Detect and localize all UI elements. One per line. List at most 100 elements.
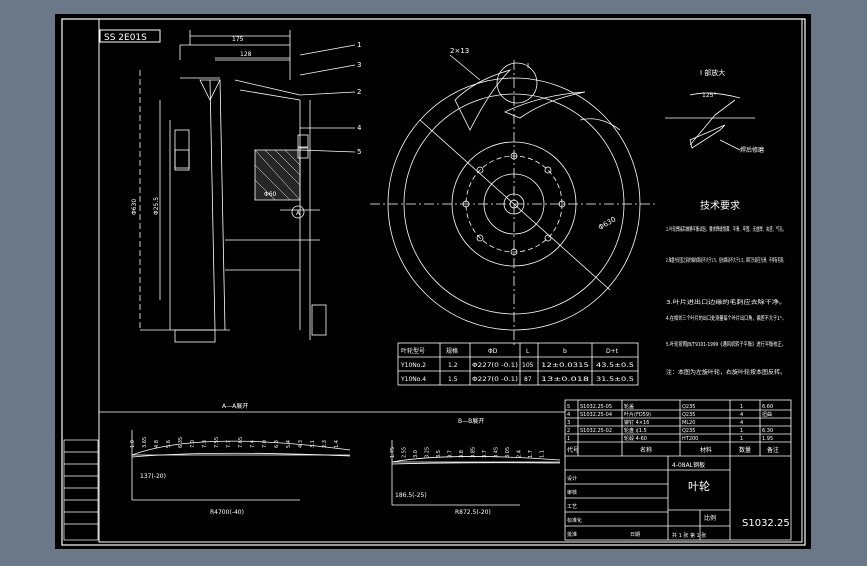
- section-a-value: 7.55: [214, 437, 220, 448]
- section-a-profile: [131, 430, 351, 501]
- bom-cell-qty: 4: [740, 412, 743, 418]
- bom-cell-name: 轮盘 ¢1.5: [624, 427, 647, 434]
- bom-cell-note: 6.60: [762, 404, 773, 410]
- section-a-value: 7.0: [190, 440, 196, 448]
- section-a-value: 6.35: [178, 437, 184, 448]
- section-b-value: 3.25: [425, 447, 431, 458]
- drawing-number: S1032.25: [742, 518, 790, 529]
- section-b-value: 1.1: [540, 450, 546, 458]
- bom-cell-index: 4: [567, 412, 570, 418]
- tech-req-2: 2.轴盘与轮盖之间的轴向跳动不大于1.5，径向跳动不大于1.5，铆钉头部应光滑，…: [666, 256, 786, 264]
- spec-header-size: 规格: [446, 347, 458, 355]
- spec-header-l: L: [526, 348, 530, 355]
- detail-view: [665, 92, 755, 151]
- balloon-4: 4: [357, 124, 362, 132]
- section-b-dim-2: 186.5(-25): [395, 492, 427, 499]
- bom-cell-name: 铆钉 4×16: [624, 419, 649, 426]
- section-b-value: 3.7: [482, 450, 488, 458]
- dim-top: 175: [232, 36, 244, 43]
- spec-cell: 31.5±0.5: [596, 376, 634, 383]
- plan-view-detail-marker: I: [527, 62, 529, 70]
- title-block: [564, 399, 792, 541]
- material-note: 4-08AL钢板: [672, 461, 705, 469]
- front-section-view: [139, 30, 356, 343]
- bom-cell-qty: 1: [740, 404, 743, 410]
- spec-cell: 1.2: [448, 362, 458, 369]
- bom-cell-note: 6.30: [762, 428, 773, 434]
- balloon-5: 5: [357, 148, 361, 156]
- section-a-value: 1.4: [334, 440, 340, 448]
- approval-date: 日期: [630, 532, 640, 538]
- bom-cell-note: 1.95: [762, 436, 773, 442]
- spec-header-dia: ΦD: [488, 348, 498, 355]
- bom-cell-material: Q235: [682, 412, 695, 418]
- section-b-value: 2.4: [517, 450, 523, 458]
- scale-label: 比例: [704, 514, 716, 522]
- bom-header-note: 备注: [767, 446, 779, 454]
- plan-view-label: 2×13: [450, 47, 469, 55]
- spec-cell: Φ227(0 -0.1): [472, 376, 518, 383]
- bom-cell-index: 2: [567, 428, 570, 434]
- section-a-value: 1.0: [130, 440, 136, 448]
- bom-cell-code: S1032.25-05: [580, 404, 612, 410]
- section-b-value: 3.0: [413, 450, 419, 458]
- section-b-value: 3.05: [505, 447, 511, 458]
- bom-header-name: 名称: [640, 446, 652, 454]
- section-a-value: 7.4: [250, 440, 256, 448]
- bom-header-qty: 数量: [739, 446, 751, 454]
- bom-cell-index: 1: [567, 436, 570, 442]
- bom-cell-material: Q235: [682, 404, 695, 410]
- drawing-sheet: [55, 14, 811, 549]
- section-b-value: 1.75: [390, 447, 396, 458]
- section-a-value: 7.65: [238, 437, 244, 448]
- section-b-value: 3.85: [471, 447, 477, 458]
- revision-block: [63, 439, 99, 541]
- approval-design: 设计: [567, 475, 577, 482]
- section-b-title: B—B展开: [458, 418, 484, 425]
- balloon-2: 2: [357, 88, 361, 96]
- section-a-value: 7.7: [226, 440, 232, 448]
- approval-standard: 标准化: [567, 517, 582, 524]
- section-label-a: A: [296, 210, 301, 217]
- bom-cell-code: S1032.25-02: [580, 428, 612, 434]
- section-a-value: 4.8: [154, 440, 160, 448]
- bom-cell-material: ML20: [682, 420, 695, 426]
- spec-header-model: 叶轮型号: [401, 347, 425, 355]
- spec-cell: Y10No.4: [400, 376, 426, 383]
- spec-cell: 13±0.018: [541, 376, 589, 383]
- tech-req-5: 5.叶轮按照JB/T9101-1999《通风机转子平衡》进行平衡校正。: [666, 340, 786, 348]
- section-a-value: 4.3: [298, 440, 304, 448]
- spec-table-text: 叶轮型号 规格 ΦD L b D+t Y10No.2 1.2 Φ227(0 -0…: [400, 347, 634, 383]
- drawing-number-box: [99, 29, 161, 43]
- spec-cell: Φ227(0 -0.1): [472, 362, 518, 369]
- approval-process: 工艺: [567, 504, 577, 510]
- spec-cell: Y10No.2: [400, 362, 426, 369]
- approval-review: 审核: [567, 489, 577, 496]
- section-a-dim-2: R4700(-40): [210, 509, 244, 516]
- bom-cell-index: 5: [567, 404, 570, 410]
- spec-cell: 43.5±0.5: [596, 362, 634, 369]
- bom-cell-name: 轮盖: [624, 403, 634, 410]
- section-a-dim-1: 137(-20): [140, 473, 166, 480]
- tech-requirements-title: 技术要求: [700, 199, 740, 212]
- bom-cell-index: 3: [567, 420, 570, 426]
- dim-inner: 128: [240, 51, 252, 58]
- bom-cell-code: S1032.25-04: [580, 412, 612, 418]
- section-b-value: 3.45: [494, 447, 500, 458]
- dim-hub: Φ60: [264, 191, 277, 198]
- detail-view-weld-note: 焊后修磨: [740, 146, 764, 154]
- detail-view-angle: 125°: [702, 92, 716, 99]
- section-a-title: A—A展开: [222, 403, 248, 410]
- dim-outer: Φ630: [131, 199, 138, 215]
- bom-cell-material: Q235: [682, 428, 695, 434]
- bom-cell-name: 叶片(FD59): [624, 411, 651, 418]
- section-b-value: 3.7: [448, 450, 454, 458]
- section-b-dim-1: R872.5(-20): [455, 509, 491, 516]
- bom-header-code: 代号: [567, 446, 579, 454]
- section-b-value: 3.8: [459, 450, 465, 458]
- section-a-value: 3.65: [142, 437, 148, 448]
- section-b-profile: [391, 440, 561, 506]
